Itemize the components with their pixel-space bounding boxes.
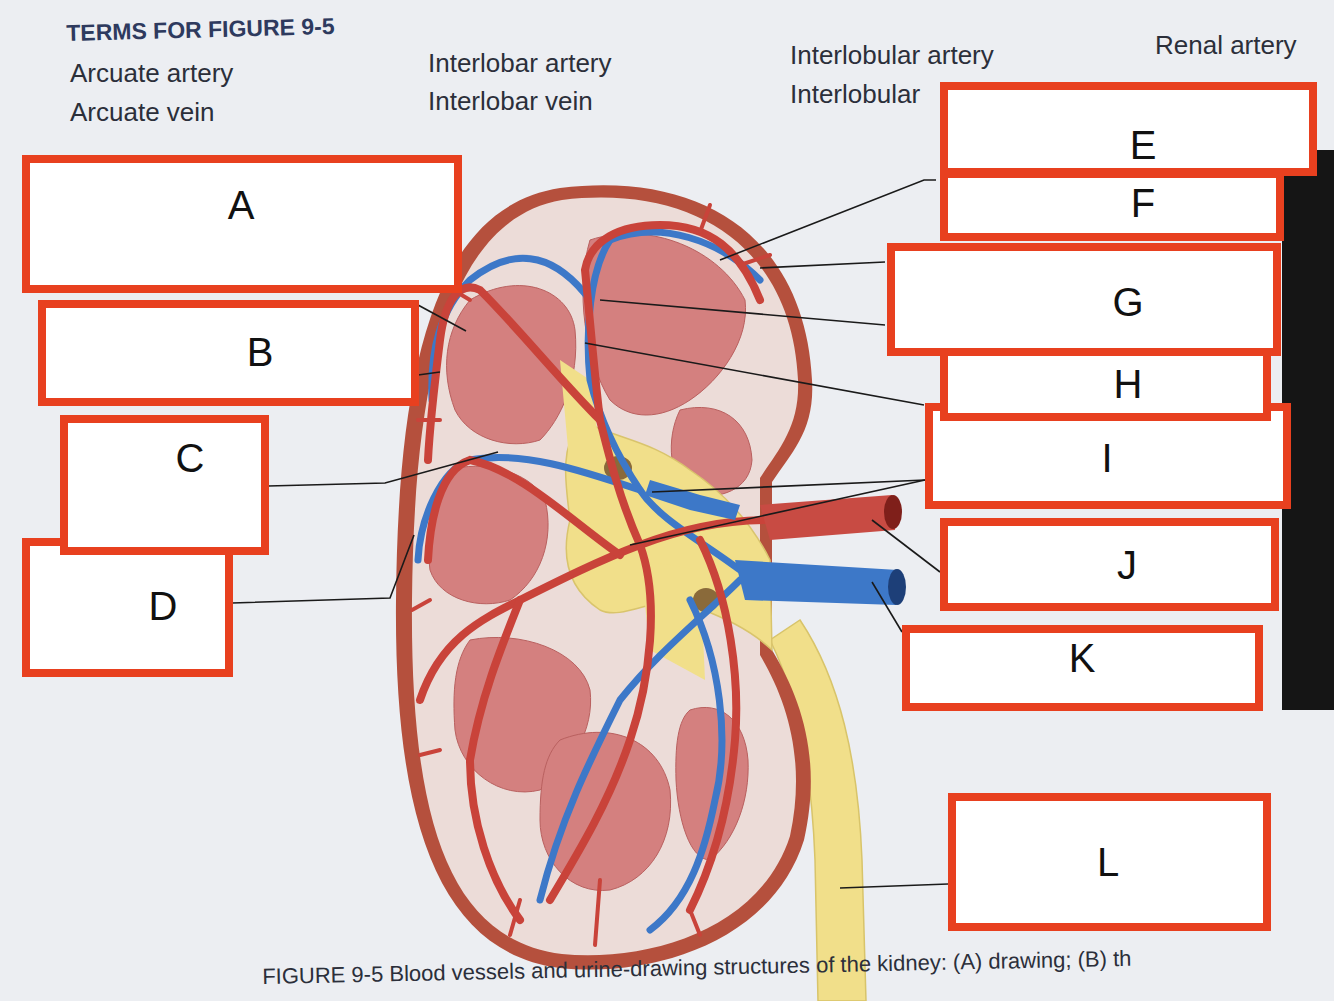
label-box: D <box>22 538 233 677</box>
term-label: Interlobular <box>790 81 920 107</box>
label-box: J <box>940 518 1279 611</box>
label-box: E <box>940 82 1317 176</box>
term-label: Arcuate artery <box>70 60 233 86</box>
callout-letter: G <box>1112 282 1143 322</box>
label-box: L <box>948 793 1271 931</box>
callout-letter: I <box>1101 438 1112 478</box>
callout-letter: D <box>149 586 178 626</box>
label-box: C <box>60 415 269 555</box>
figure-terms-title: TERMS FOR FIGURE 9-5 <box>66 15 335 45</box>
callout-letter: A <box>228 185 255 225</box>
callout-letter: H <box>1114 364 1143 404</box>
term-label: Interlobar artery <box>428 50 612 76</box>
term-label: Arcuate vein <box>70 99 215 125</box>
term-label: Renal artery <box>1155 32 1297 58</box>
callout-letter: B <box>247 332 274 372</box>
label-box: A <box>22 155 462 293</box>
callout-letter: K <box>1069 638 1096 678</box>
term-label: Interlobular artery <box>790 42 994 68</box>
callout-letter: J <box>1117 545 1137 585</box>
callout-letter: E <box>1130 125 1157 165</box>
label-box: G <box>887 243 1281 356</box>
label-box: B <box>38 300 419 406</box>
callout-letter: C <box>176 438 205 478</box>
callout-letter: F <box>1131 183 1155 223</box>
figure-caption: FIGURE 9-5 Blood vessels and urine-drawi… <box>262 948 1132 988</box>
label-box: K <box>902 625 1263 711</box>
term-label: Interlobar vein <box>428 88 593 114</box>
callout-letter: L <box>1097 842 1119 882</box>
label-box: F <box>940 170 1284 241</box>
